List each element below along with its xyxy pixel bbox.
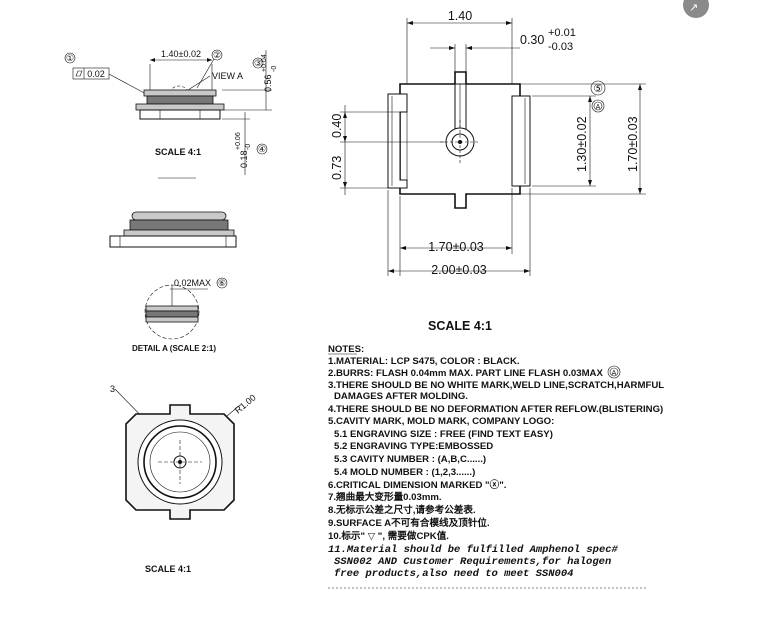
note-5: 5.CAVITY MARK, MOLD MARK, COMPANY LOGO: — [328, 416, 554, 427]
note-3-cont: DAMAGES AFTER MOLDING. — [334, 391, 468, 402]
view-a-label: VIEW A — [212, 71, 243, 81]
outer-width-dim: 2.00±0.03 — [431, 263, 487, 277]
detail-callout: ⑥ — [218, 278, 226, 288]
flatness-value: 0.02 — [87, 69, 105, 79]
side-width-dim: 1.40±0.02 — [161, 49, 201, 59]
detail-label: DETAIL A (SCALE 2:1) — [132, 344, 216, 353]
left-upper-dim: 0.40 — [330, 114, 344, 138]
notes-block: NOTES: 1.MATERIAL: LCP S475, COLOR : BLA… — [328, 344, 664, 589]
slot-tol-upper: +0.01 — [548, 27, 576, 39]
main-view: 1.40 0.30 +0.01 -0.03 0.40 — [330, 9, 646, 333]
flatness-icon — [75, 70, 83, 77]
outer-height-dim: 1.70±0.03 — [626, 116, 640, 172]
callout-2: ② — [213, 50, 221, 60]
radius-label: R1.00 — [233, 392, 258, 415]
note-3: 3.THERE SHOULD BE NO WHITE MARK,WELD LIN… — [328, 380, 664, 391]
notes-title: NOTES: — [328, 344, 364, 355]
main-top-width: 1.40 — [448, 9, 472, 23]
slot-tol-lower: -0.03 — [548, 41, 573, 53]
side-base-tol-upper: +0.06 — [235, 132, 242, 150]
note-11: 11.Material should be fulfilled Amphenol… — [328, 544, 619, 556]
side-base-tol-lower: -0 — [245, 144, 252, 150]
note-11-cont-1: SSN002 AND Customer Requirements,for hal… — [334, 556, 611, 568]
note-7: 7.翘曲最大变形量0.03mm. — [328, 491, 442, 503]
note-4: 4.THERE SHOULD BE NO DEFORMATION AFTER R… — [328, 404, 663, 415]
note-1: 1.MATERIAL: LCP S475, COLOR : BLACK. — [328, 356, 520, 367]
side-height-tol-lower: -0 — [271, 66, 278, 72]
left-lower-dim: 0.73 — [330, 156, 344, 180]
callout-1: ① — [66, 53, 74, 63]
note-8: 8.无标示公差之尺寸,请参考公差表. — [328, 504, 476, 516]
slot-dim: 0.30 — [520, 33, 544, 47]
side-view: ① 0.02 1.40±0.02 ② VIEW A 0.56 +0.04 -0 — [64, 49, 278, 179]
note-5-2: 5.2 ENGRAVING TYPE:EMBOSSED — [334, 441, 493, 452]
note-5-1: 5.1 ENGRAVING SIZE : FREE (FIND TEXT EAS… — [334, 429, 553, 440]
main-scale: SCALE 4:1 — [428, 319, 492, 333]
callout-4: ④ — [258, 144, 266, 154]
profile-view — [109, 211, 237, 248]
note-2: 2.BURRS: FLASH 0.04mm MAX. PART LINE FLA… — [328, 368, 603, 379]
note-5-3: 5.3 CAVITY NUMBER : (A,B,C......) — [334, 454, 486, 465]
detail-a: 0.02MAX ⑥ DETAIL A (SCALE 2:1) — [132, 277, 228, 353]
detail-max-dim: 0.02MAX — [174, 278, 211, 288]
note-2-marker: A — [612, 370, 617, 377]
top-view-small: 3 R1.00 SCALE 4:1 — [110, 384, 258, 574]
side-base-dim: 0.18 — [239, 150, 249, 168]
side-height-tol-upper: +0.04 — [261, 54, 268, 72]
inner-height-dim: 1.30±0.02 — [575, 116, 589, 172]
note-11-cont-2: free products,also need to meet SSN004 — [334, 568, 573, 580]
callout-3: ③ — [254, 58, 262, 68]
note-5-4: 5.4 MOLD NUMBER : (1,2,3......) — [334, 467, 475, 478]
side-scale: SCALE 4:1 — [155, 147, 201, 157]
note-10: 10.标示" ▽ ", 需要做CPK值. — [328, 530, 449, 542]
critical-callout: ⑤ — [593, 83, 603, 95]
expand-icon[interactable]: ↗ — [683, 0, 709, 18]
side-height-dim: 0.56 — [263, 74, 273, 92]
part-callout: 3 — [110, 384, 115, 394]
top-scale: SCALE 4:1 — [145, 564, 191, 574]
critical-sub: A — [596, 104, 601, 111]
note-6: 6.CRITICAL DIMENSION MARKED "ⓧ". — [328, 479, 506, 491]
note-9: 9.SURFACE A不可有合模线及顶针位. — [328, 517, 490, 529]
inner-width-dim: 1.70±0.03 — [428, 240, 484, 254]
